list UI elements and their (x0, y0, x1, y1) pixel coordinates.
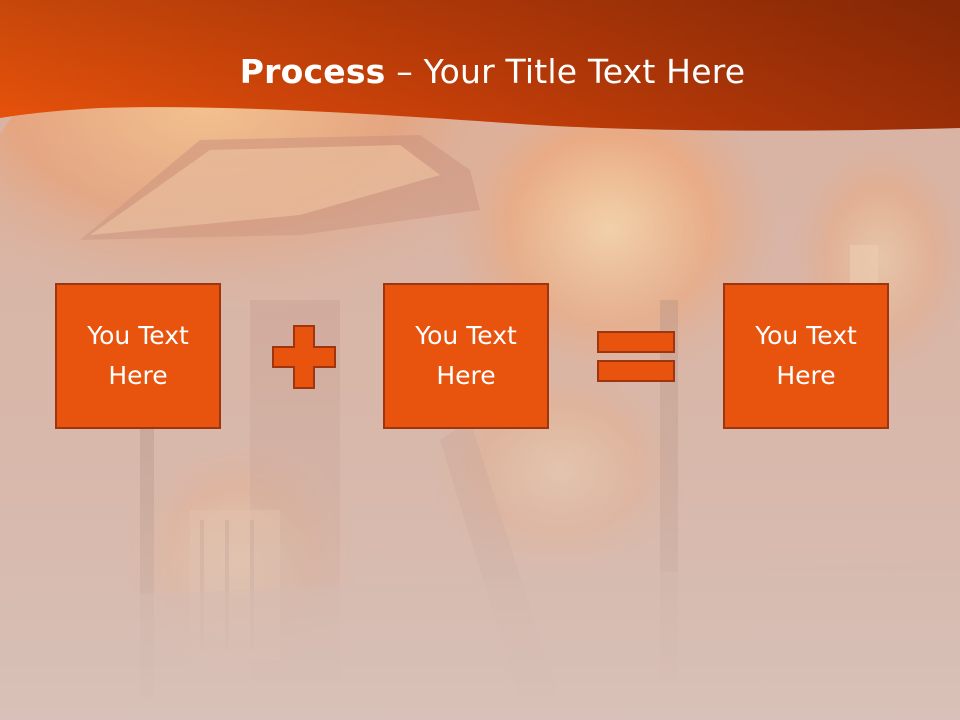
text-box-1[interactable]: You Text Here (55, 283, 221, 429)
text-box-1-label: You Text Here (87, 321, 189, 390)
title-bold: Process (239, 52, 386, 91)
plus-icon (272, 325, 336, 389)
title-rest: – Your Title Text Here (385, 52, 746, 91)
text-box-2-label: You Text Here (415, 321, 517, 390)
equals-icon (597, 331, 675, 382)
text-box-2[interactable]: You Text Here (383, 283, 549, 429)
header-band (0, 0, 960, 131)
page-title: Process – Your Title Text Here (0, 52, 960, 91)
text-box-3[interactable]: You Text Here (723, 283, 889, 429)
text-box-3-label: You Text Here (755, 321, 857, 390)
